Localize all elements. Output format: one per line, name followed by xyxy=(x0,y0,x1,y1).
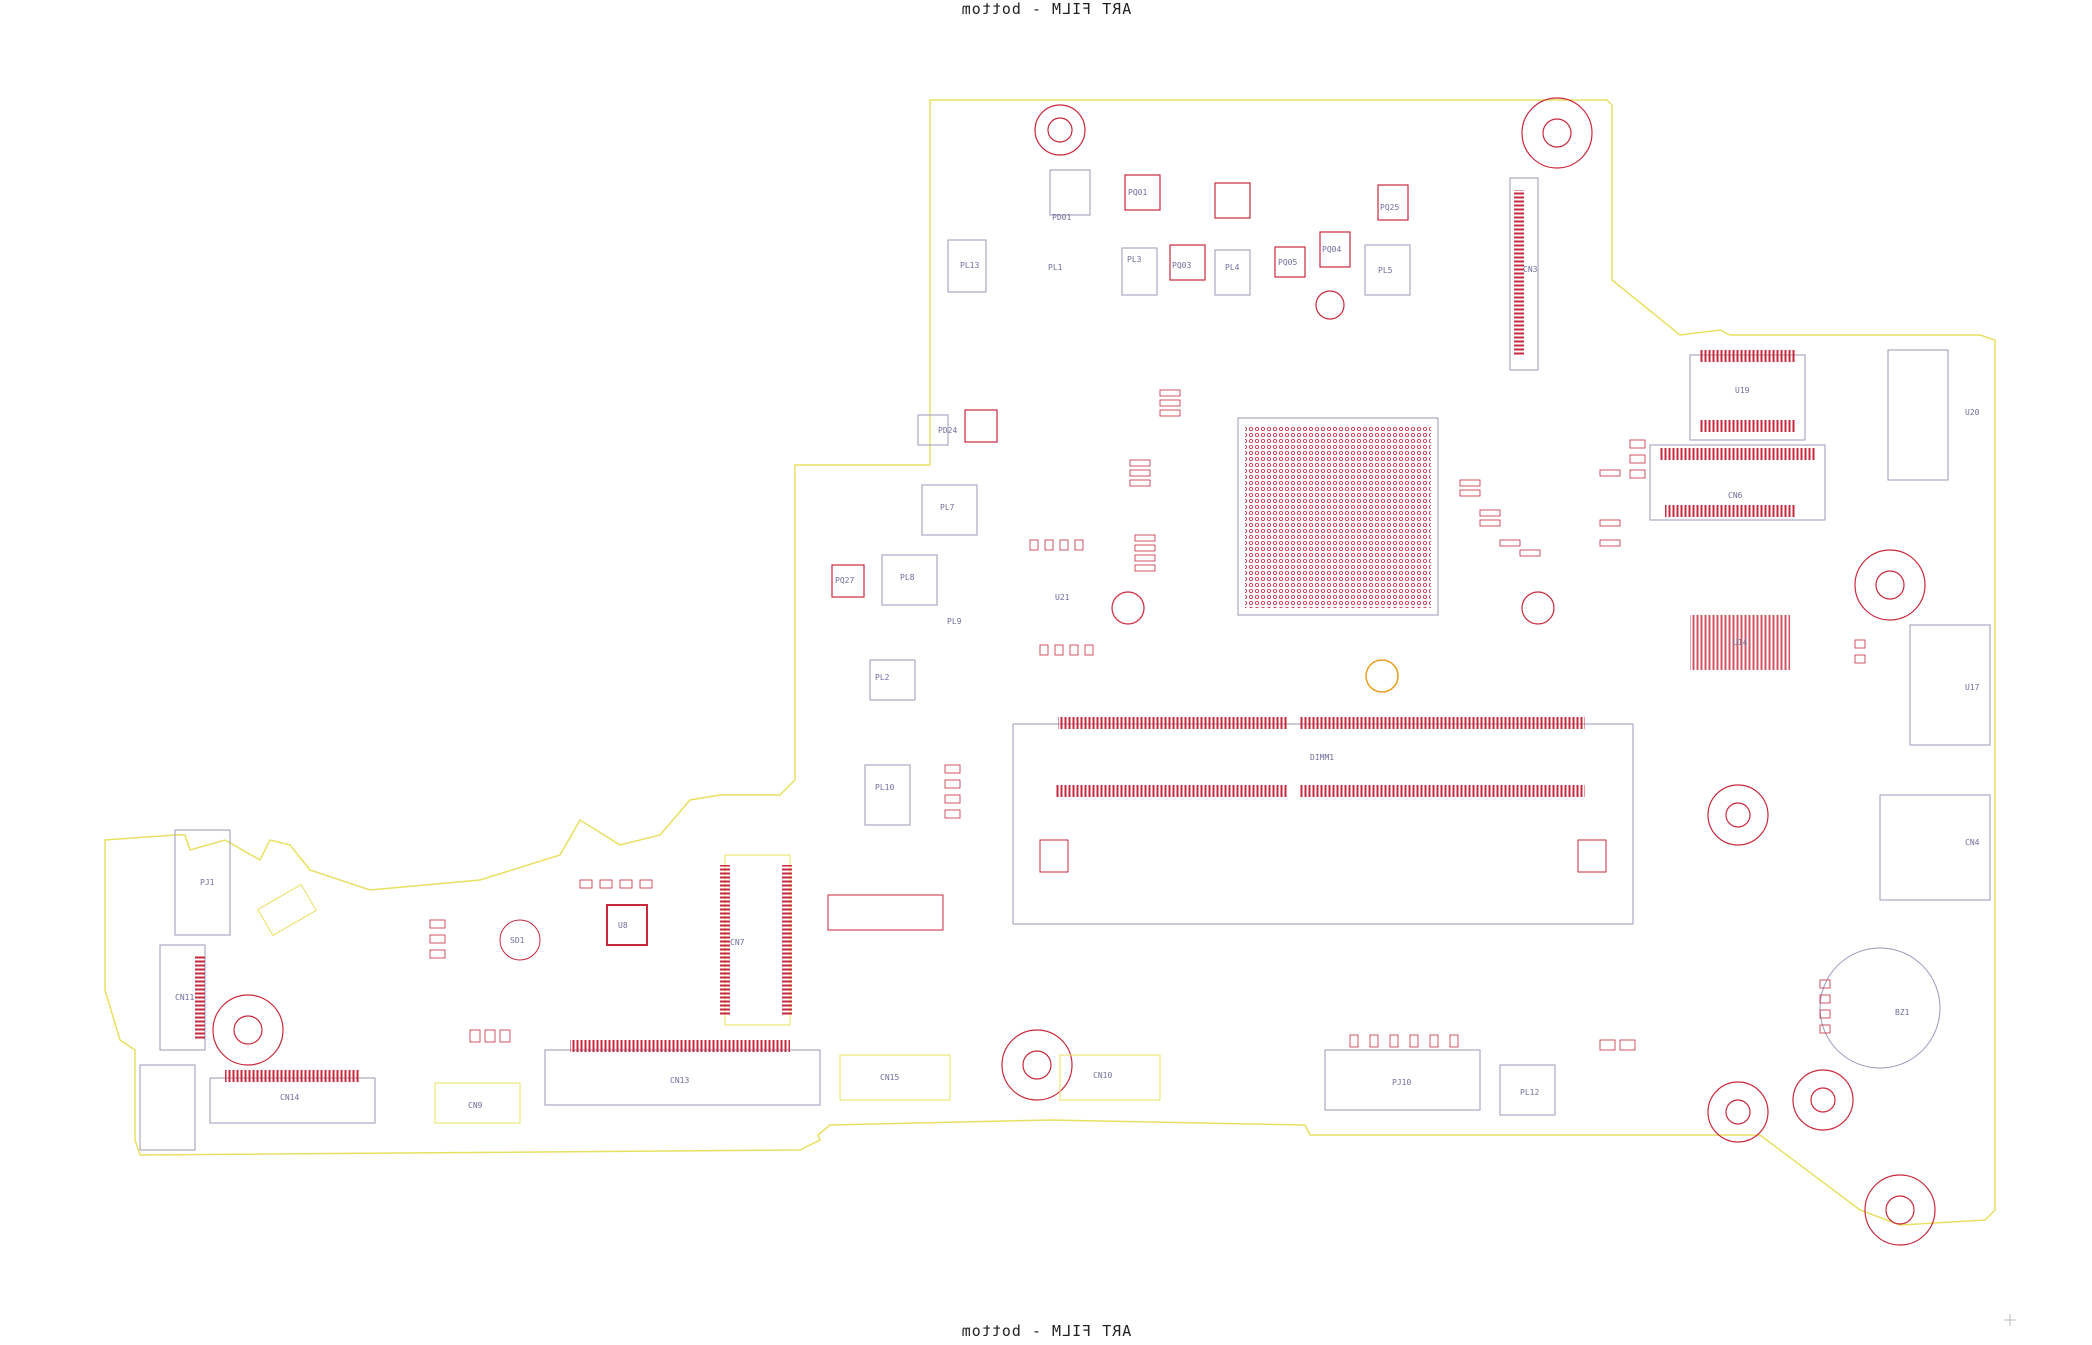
connector-cn3-pads xyxy=(1514,190,1524,355)
dimm-pads-row4 xyxy=(1300,785,1585,797)
resistor-array xyxy=(827,894,944,931)
power-inductors xyxy=(864,169,1411,826)
yellow-component xyxy=(257,883,317,937)
dimm-notch-left xyxy=(1039,839,1069,873)
connector-cn6-pads-top xyxy=(1660,448,1815,460)
dimm-pads-row3 xyxy=(1055,785,1288,797)
film-label-bottom: ART FILM - bottom xyxy=(960,1322,1132,1340)
refdes-pl10: PL10 xyxy=(875,783,894,792)
refdes-pj10: PJ10 xyxy=(1392,1078,1411,1087)
connector-cn8 xyxy=(139,1064,196,1151)
hole-yellow xyxy=(1365,659,1399,693)
refdes-pd24: PD24 xyxy=(938,426,957,435)
refdes-pl8: PL8 xyxy=(900,573,915,582)
refdes-pq27: PQ27 xyxy=(835,576,854,585)
connector-pl12 xyxy=(1499,1064,1556,1116)
refdes-cn13: CN13 xyxy=(670,1076,689,1085)
refdes-pd01: PD01 xyxy=(1052,213,1071,222)
standoff-sd1 xyxy=(499,919,541,961)
refdes-pq03: PQ03 xyxy=(1172,261,1191,270)
connector-pj10 xyxy=(1324,1049,1481,1111)
refdes-cn3: CN3 xyxy=(1523,265,1538,274)
refdes-cn10: CN10 xyxy=(1093,1071,1112,1080)
mosfets xyxy=(831,174,1409,598)
connector-cn3 xyxy=(1509,177,1539,371)
refdes-cn11: CN11 xyxy=(175,993,194,1002)
connector-cn9 xyxy=(434,1082,521,1124)
connector-cn7-pads-left xyxy=(720,865,730,1015)
refdes-cn14: CN14 xyxy=(280,1093,299,1102)
ic-u14-array xyxy=(1690,615,1790,670)
refdes-u19: U19 xyxy=(1735,386,1750,395)
mounting-holes xyxy=(212,97,1936,1246)
refdes-u17: U17 xyxy=(1965,683,1980,692)
cpu-bga xyxy=(1237,417,1439,616)
refdes-cn9: CN9 xyxy=(468,1101,483,1110)
connector-cn14-pads xyxy=(225,1070,360,1082)
refdes-u8: U8 xyxy=(618,921,628,930)
refdes-u20: U20 xyxy=(1965,408,1980,417)
port-usb-mid xyxy=(1909,624,1991,746)
refdes-cn4: CN4 xyxy=(1965,838,1980,847)
refdes-pl3: PL3 xyxy=(1127,255,1142,264)
ic-u8 xyxy=(606,904,648,946)
refdes-pl2: PL2 xyxy=(875,673,890,682)
connector-u19-pads-top xyxy=(1700,350,1795,362)
board-outline xyxy=(104,99,1996,1226)
dimm-pads-row2 xyxy=(1300,717,1585,729)
refdes-cn15: CN15 xyxy=(880,1073,899,1082)
dimm-pads-row1 xyxy=(1058,717,1288,729)
refdes-pj1: PJ1 xyxy=(200,878,215,887)
refdes-pl7: PL7 xyxy=(940,503,955,512)
port-hdmi xyxy=(1879,794,1991,901)
refdes-u14: U14 xyxy=(1733,638,1748,647)
refdes-cn7: CN7 xyxy=(730,938,745,947)
connector-pj1 xyxy=(174,829,231,936)
refdes-pl1: PL1 xyxy=(1048,263,1063,272)
refdes-cn6: CN6 xyxy=(1728,491,1743,500)
connector-cn6-pads-bottom xyxy=(1665,505,1795,517)
refdes-sd1: SD1 xyxy=(510,936,525,945)
refdes-pq25: PQ25 xyxy=(1380,203,1399,212)
registration-mark-icon xyxy=(2004,1314,2016,1326)
passives xyxy=(429,389,1866,1051)
connector-cn10 xyxy=(1059,1054,1161,1101)
refdes-bz1: BZ1 xyxy=(1895,1008,1910,1017)
refdes-pq01: PQ01 xyxy=(1128,188,1147,197)
refdes-u21: U21 xyxy=(1055,593,1070,602)
dimm-notch-right xyxy=(1577,839,1607,873)
connector-u19-pads-bottom xyxy=(1700,420,1795,432)
connector-cn15 xyxy=(839,1054,951,1101)
refdes-pl9: PL9 xyxy=(947,617,962,626)
refdes-pl4: PL4 xyxy=(1225,263,1240,272)
refdes-pq05: PQ05 xyxy=(1278,258,1297,267)
refdes-pq04: PQ04 xyxy=(1322,245,1341,254)
port-usb-top xyxy=(1887,349,1949,481)
buzzer-bz1 xyxy=(1819,947,1941,1069)
refdes-pl12: PL12 xyxy=(1520,1088,1539,1097)
cpu-bga-inner xyxy=(1245,425,1431,608)
connector-cn6 xyxy=(1649,444,1826,521)
connector-cn13-pads xyxy=(570,1040,790,1052)
connector-cn11-pads xyxy=(195,955,205,1040)
refdes-labels: PL13 PD24 PL7 PL8 PL9 PL2 PL10 PQ27 PQ01… xyxy=(175,188,1980,1110)
refdes-dimm1: DIMM1 xyxy=(1310,753,1334,762)
refdes-pl13: PL13 xyxy=(960,261,979,270)
refdes-pl5: PL5 xyxy=(1378,266,1393,275)
connector-cn7-pads-right xyxy=(782,865,792,1015)
